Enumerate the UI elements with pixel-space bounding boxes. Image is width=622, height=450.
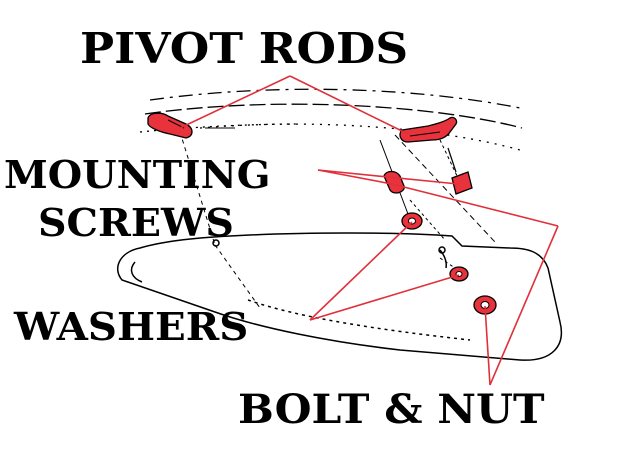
callout-washer-top — [309, 221, 413, 321]
label-mounting-line2: SCREWS — [38, 200, 234, 245]
pivot-rod-right — [399, 116, 458, 143]
washer-top — [401, 212, 423, 230]
callout-screw-top — [317, 169, 459, 185]
callout-screw-lower — [317, 169, 393, 185]
callout-bolt-from-screw — [391, 183, 559, 227]
callout-pivot-left — [179, 75, 291, 129]
callout-bolt-short — [484, 305, 491, 386]
callout-pivot-right — [289, 75, 409, 135]
callout-bolt-long — [489, 225, 559, 386]
roof-header-lines — [139, 88, 523, 151]
label-pivot-rods: PIVOT RODS — [80, 24, 409, 73]
label-washers: WASHERS — [14, 304, 249, 349]
alignment-lines — [179, 127, 496, 309]
mounting-screw-top — [447, 147, 473, 195]
label-mounting-line1: MOUNTING — [4, 152, 271, 197]
visor-body — [117, 232, 563, 361]
callout-washer-lower — [309, 274, 460, 321]
callout-lines — [179, 75, 559, 386]
label-bolt-nut: BOLT & NUT — [238, 386, 545, 433]
mounting-screw-lower — [383, 170, 405, 194]
washer-lower — [449, 266, 469, 282]
